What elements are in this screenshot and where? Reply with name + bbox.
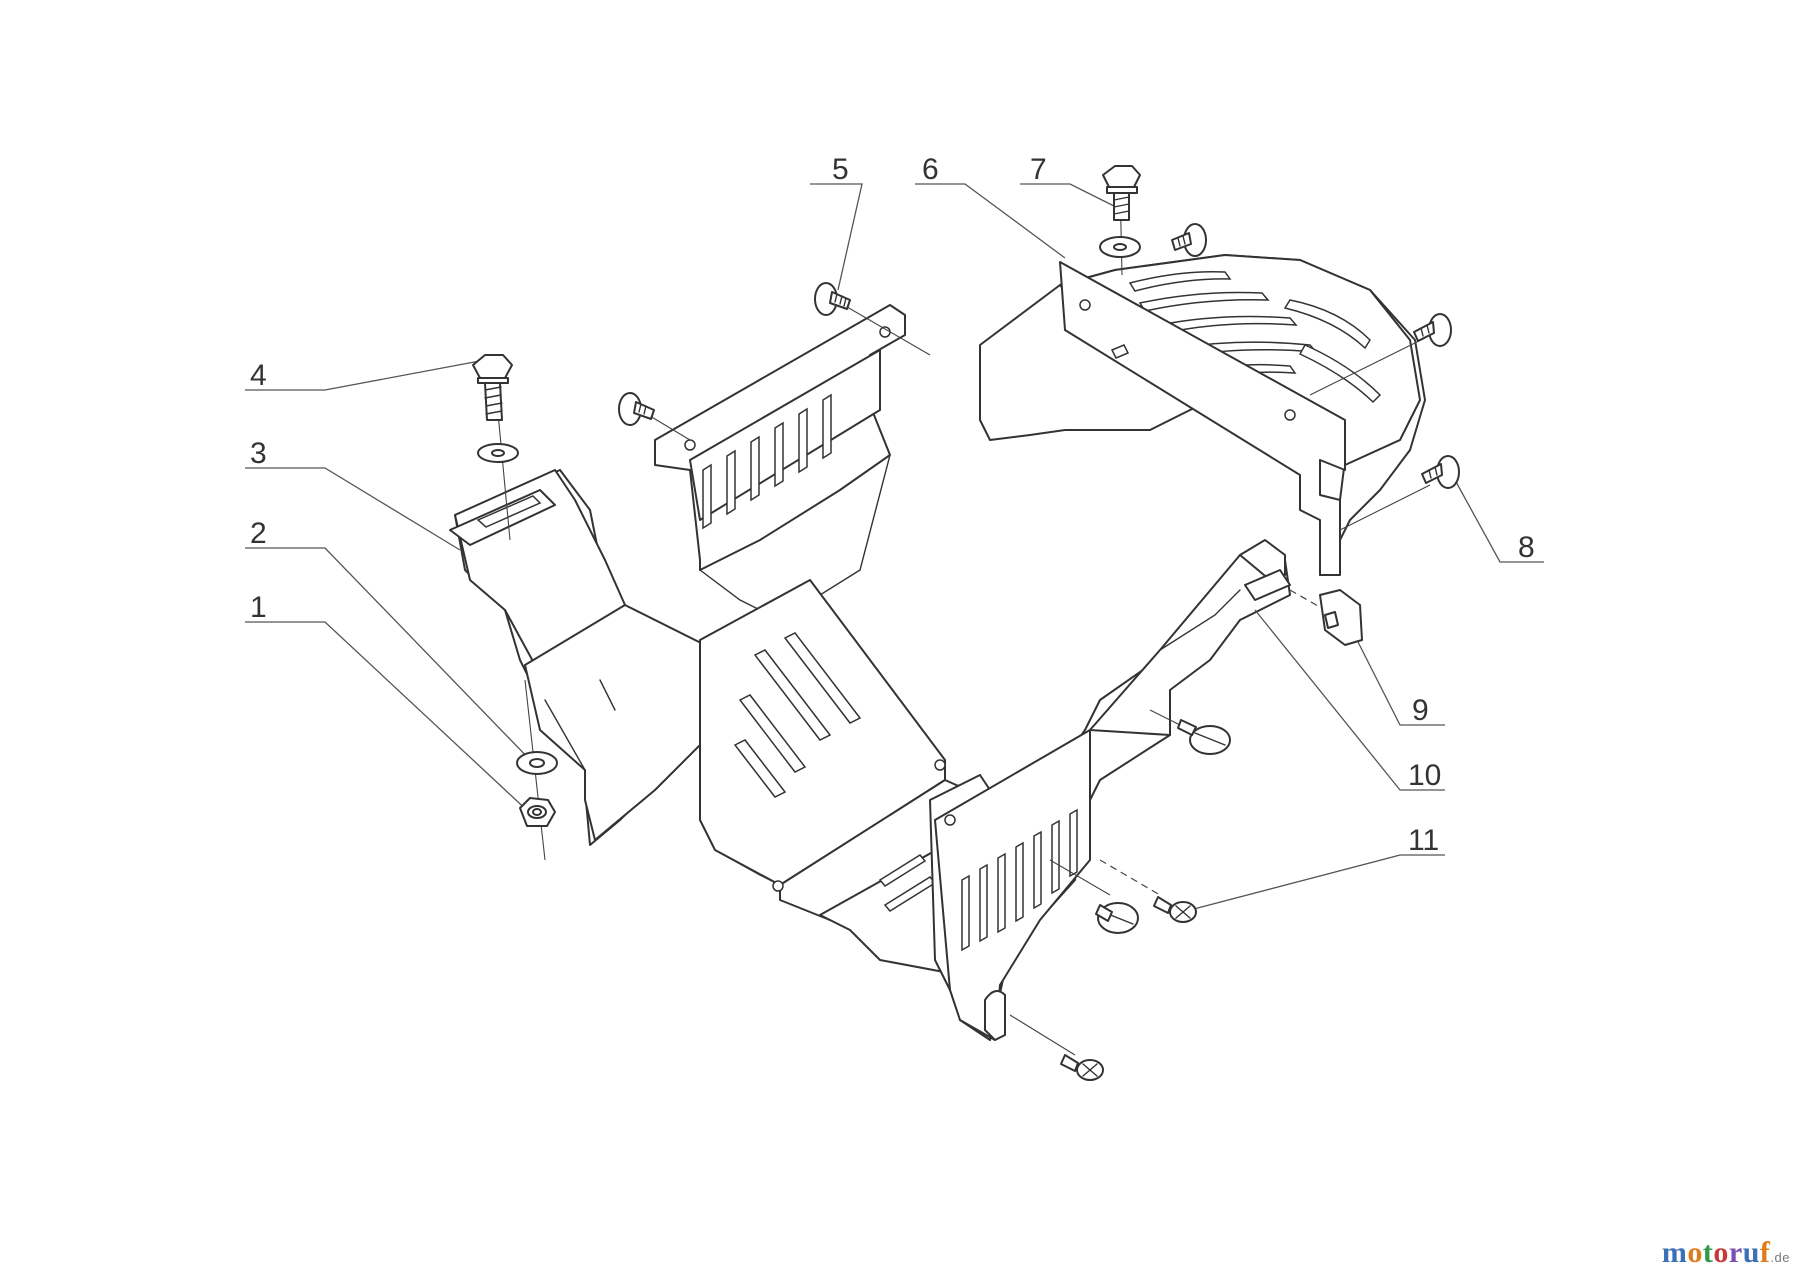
- leader-11: [1189, 854, 1445, 911]
- front-grille-plate: [929, 664, 1171, 1041]
- callout-7: 7: [1030, 153, 1047, 186]
- top-right-shield: [979, 254, 1426, 576]
- clip-nut-part-9: [1289, 589, 1363, 646]
- logo-letter: o: [1713, 1236, 1729, 1269]
- leader-7: [1020, 183, 1119, 209]
- leader-8: [1454, 479, 1544, 563]
- callout-9: 9: [1412, 694, 1429, 727]
- carriage-screw-top-right: [1171, 223, 1207, 257]
- logo-letter: o: [1687, 1236, 1703, 1269]
- tapping-screw-bottom: [1009, 1014, 1104, 1081]
- flange-bolt-part-4: [472, 354, 519, 541]
- callout-3: 3: [250, 437, 267, 470]
- leader-lines: [245, 183, 1544, 911]
- bottom-plate-slots: [733, 632, 862, 798]
- logo-letters: motoruf: [1662, 1236, 1771, 1269]
- callout-10: 10: [1408, 759, 1441, 792]
- logo-letter: u: [1742, 1236, 1760, 1269]
- washer-part-2: [516, 679, 558, 861]
- front-grille-slots: [961, 808, 1078, 952]
- leader-6: [915, 183, 1066, 259]
- left-plate-slots: [702, 393, 832, 530]
- fasteners: [472, 165, 1460, 1081]
- carriage-screw-part-8b: [1339, 455, 1460, 531]
- leader-2: [245, 547, 536, 766]
- callout-4: 4: [250, 359, 267, 392]
- callout-11: 11: [1408, 824, 1439, 857]
- flange-bolt-part-7: [1099, 165, 1141, 276]
- callout-2: 2: [250, 517, 267, 550]
- slotted-screw-front: [1049, 859, 1139, 934]
- callout-6: 6: [922, 153, 939, 186]
- nut-part-1: [519, 797, 556, 827]
- leader-10: [1254, 609, 1445, 791]
- callout-1: 1: [250, 591, 267, 624]
- carriage-screw-part-5a: [814, 282, 931, 356]
- leader-9: [1356, 639, 1445, 726]
- left-guard-assembly: [449, 304, 906, 846]
- leader-4: [245, 359, 486, 391]
- logo-tld: .de: [1770, 1250, 1790, 1265]
- leader-5: [810, 183, 863, 291]
- callout-5: 5: [832, 153, 849, 186]
- callout-labels: 1 2 3 4 5 6 7 8 9 10 11: [250, 153, 1535, 857]
- callout-8: 8: [1518, 531, 1535, 564]
- logo-letter: r: [1728, 1236, 1743, 1269]
- motoruf-logo: motoruf.de: [1662, 1236, 1790, 1270]
- tapping-screw-part-11: [1099, 859, 1197, 923]
- right-arm: [1089, 539, 1291, 736]
- carriage-screw-part-5b: [618, 392, 691, 441]
- logo-letter: t: [1702, 1236, 1714, 1269]
- leader-1: [245, 621, 533, 816]
- leader-3: [245, 467, 461, 551]
- logo-letter: f: [1759, 1236, 1771, 1269]
- slotted-screw-right: [1149, 709, 1231, 755]
- logo-letter: m: [1661, 1236, 1688, 1269]
- carriage-screw-part-8a: [1309, 313, 1452, 396]
